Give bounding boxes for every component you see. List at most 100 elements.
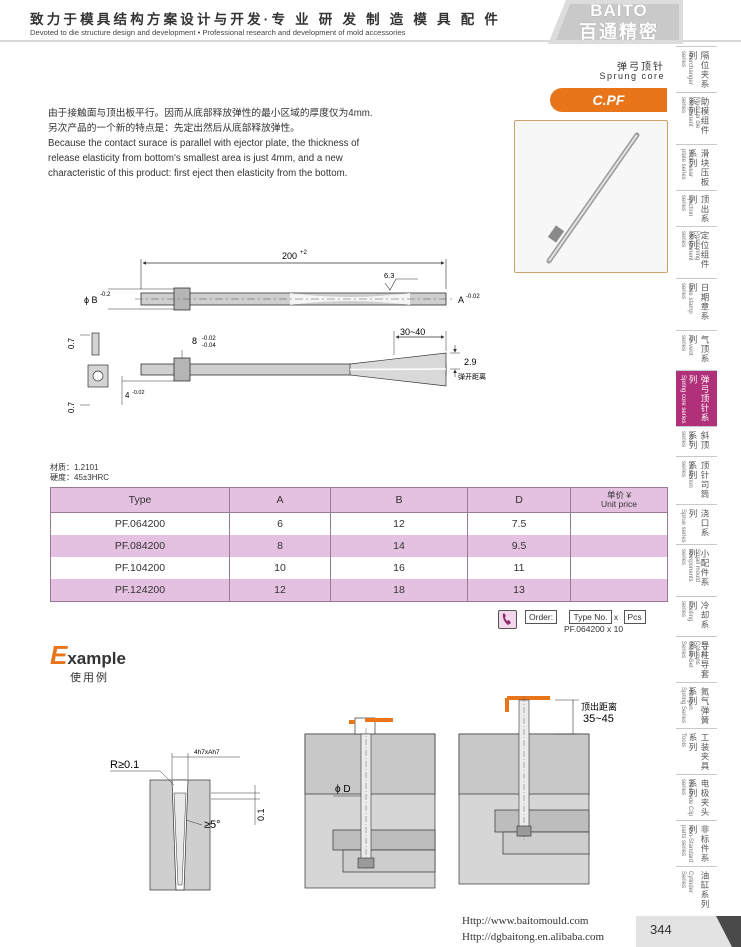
brand-name-en: BAITO — [590, 1, 648, 20]
col-b: B — [330, 487, 468, 513]
table-row: PF.084200 8 14 9.5 — [50, 535, 668, 557]
sidebar-item-label-cn: 滑块压板系列 — [688, 149, 710, 187]
sidebar-item-label-cn: 顶出系列 — [688, 195, 710, 224]
sidebar-item-label-cn: 冷却系列 — [688, 601, 710, 630]
table-row: PF.064200 6 12 7.5 — [50, 512, 668, 535]
pin-side-view — [140, 352, 447, 387]
dim-spring-label: 弹开距离 — [458, 372, 486, 381]
sidebar-item-label-cn: 非标件系列 — [688, 825, 710, 863]
sidebar-item-label-cn: 导柱导套系列 — [688, 641, 710, 679]
sidebar-item-label-en: Small mould components series — [680, 549, 700, 583]
page-tab — [636, 916, 741, 947]
dim-phi-b: ϕ B — [84, 295, 98, 305]
footer-links: Http://www.baitomould.com Http://dgbaito… — [462, 913, 604, 945]
dim-length-tol: +2 — [300, 250, 308, 256]
sidebar-item-label-cn: 顶针司筒系列 — [688, 461, 710, 499]
cell-type: PF.104200 — [50, 557, 230, 579]
example-eject-label: 顶出距离 — [581, 701, 617, 712]
sidebar-item-label-en: Modular die component series — [680, 97, 700, 129]
dim-length: 200 — [282, 251, 297, 261]
sidebar-item-label-cn: 斜顶系列 — [688, 431, 710, 450]
sidebar-item-label-en: Cooling series — [680, 601, 693, 622]
brand-name-cn: 百通精密 — [579, 22, 659, 42]
material-info: 材质：1.2101 硬度：45±3HRC — [50, 463, 109, 483]
footer-url-2[interactable]: Http://dgbaitong.en.alibaba.com — [462, 931, 605, 943]
sidebar-item-label-en: Extraction series — [680, 461, 693, 488]
dim-0-7-top: 0.7 — [67, 337, 76, 349]
product-title-en: Sprung core — [599, 71, 665, 81]
product-code: C.PF — [592, 92, 625, 108]
dim-4: 4 — [125, 391, 130, 400]
cell-b: 14 — [330, 535, 468, 557]
dim-spring-gap: 2.9 — [464, 357, 477, 367]
sidebar-item-label-cn: 日期章系列 — [688, 283, 710, 321]
sidebar-item-label-cn: 气顶系列 — [688, 335, 710, 364]
example-mold-drawing-b: 顶出距离 35~45 — [458, 696, 617, 885]
example-eject-range: 35~45 — [583, 713, 614, 725]
sidebar-item-label-en: Tools — [680, 733, 686, 748]
sidebar-item-label-en: Positioning component series — [680, 231, 700, 261]
footer-url-1[interactable]: Http://www.baitomould.com — [462, 915, 589, 927]
brand-logo — [548, 0, 683, 44]
cell-type: PF.084200 — [50, 535, 230, 557]
cell-a: 8 — [229, 535, 331, 557]
example-gap: 0.1 — [256, 808, 266, 821]
dim-a-tol: -0.02 — [466, 294, 480, 300]
sidebar-item-label-en: Sprue series — [680, 509, 686, 543]
order-pcs: Pcs — [623, 610, 646, 624]
col-type: Type — [50, 487, 230, 513]
example-subtitle: 使用例 — [70, 672, 109, 684]
sidebar-item-label-en: Ejection series — [680, 195, 693, 217]
sidebar-item-label-cn: 助模组件系列 — [688, 97, 710, 135]
sidebar-item-label-en: Nitrogen Spring Series — [680, 687, 693, 724]
cell-b: 18 — [330, 579, 468, 602]
order-format: Order: Type No. x Pcs — [522, 610, 646, 624]
table-header-row: Type A B D 单价 ¥Unit price — [50, 487, 668, 513]
sidebar-item-label-en: Electrode Clip series — [680, 779, 693, 817]
example-phi-d: ϕ D — [335, 784, 351, 795]
desc-line: release elasticity from bottom's smalles… — [48, 153, 343, 164]
sidebar-item-label-cn: 电极夹头系列 — [688, 779, 710, 817]
sidebar-item-label-en: Non-Standard parts series — [680, 825, 693, 863]
sidebar-item-label-cn: 隔位夹系列 — [688, 51, 710, 89]
cell-a: 6 — [229, 512, 331, 535]
order-label: Order: — [525, 610, 558, 624]
phone-icon[interactable] — [498, 610, 517, 629]
dim-8-tol-lower: -0.04 — [202, 343, 216, 349]
table-row: PF.104200 10 16 11 — [50, 557, 668, 579]
example-detail-drawing: 4h7xAh7 R≥0.1 ≥5° 0.1 — [110, 749, 266, 891]
col-a: A — [229, 487, 331, 513]
order-example: PF.064200 x 10 — [564, 624, 624, 634]
example-fit: 4h7xAh7 — [194, 749, 220, 756]
cell-type: PF.064200 — [50, 512, 230, 535]
product-description: 由于接触面与顶出板平行。因而从底部释放弹性的最小区域的厚度仅为4mm. 另次产品… — [48, 106, 468, 181]
dim-8: 8 — [192, 336, 197, 346]
order-x: x — [613, 612, 619, 622]
table-row: PF.124200 12 18 13 — [50, 579, 668, 602]
sidebar-item-label-en: Air vent series — [680, 335, 693, 356]
cell-a: 10 — [229, 557, 331, 579]
cell-d: 13 — [467, 579, 571, 602]
sidebar-item-label-cn: 浇口系列 — [688, 509, 710, 538]
sidebar-item-label-cn: 工装夹具系列 — [688, 733, 710, 771]
